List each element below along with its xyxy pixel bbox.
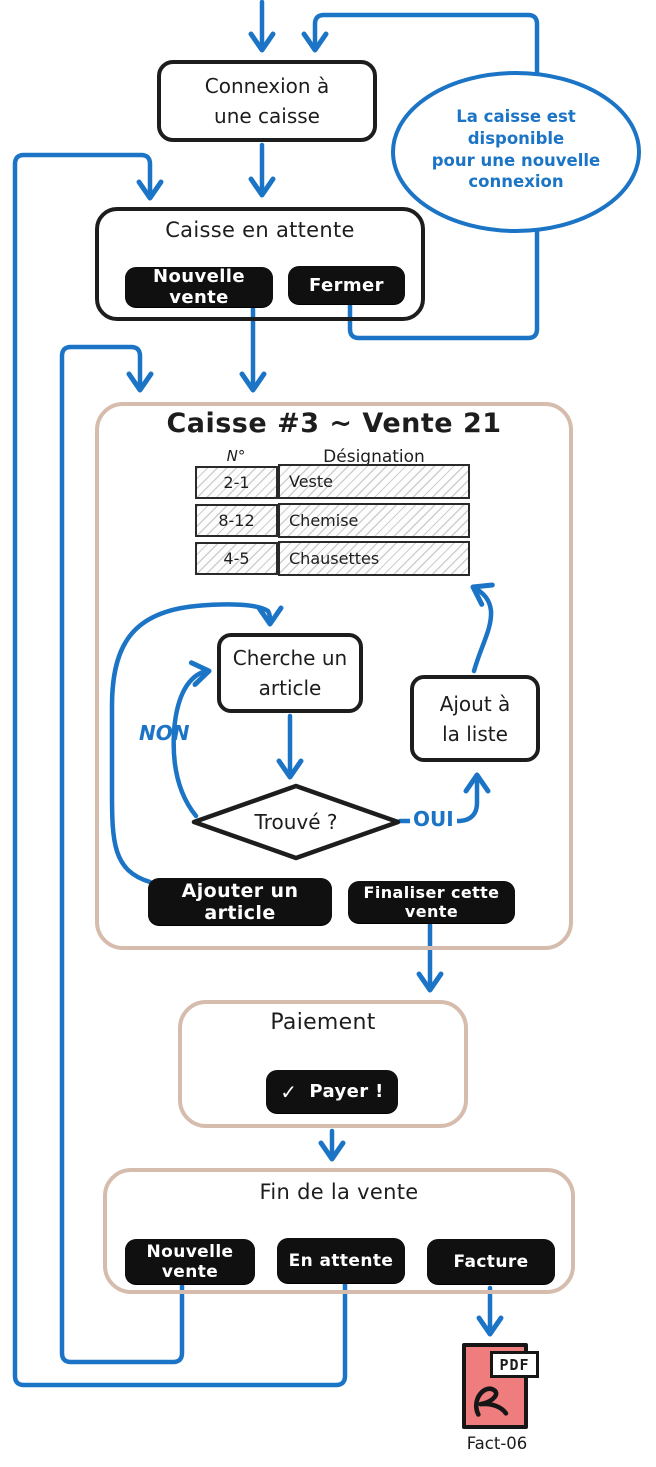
fin-en-attente-button[interactable]: En attente <box>277 1238 405 1283</box>
node-ajout-liste: Ajout à la liste <box>410 675 540 762</box>
paiement-container <box>178 1000 468 1128</box>
ajout-line1: Ajout à <box>439 691 511 716</box>
check-icon: ✓ <box>280 1079 298 1104</box>
bubble-line4: connexion <box>468 172 564 192</box>
pdf-swirl-icon <box>474 1386 509 1417</box>
fermer-button[interactable]: Fermer <box>288 266 405 304</box>
cherche-line2: article <box>258 676 322 700</box>
table-row1-designation: Veste <box>278 464 470 499</box>
fin-facture-button[interactable]: Facture <box>427 1239 555 1284</box>
table-header-designation-label: Désignation <box>319 447 429 470</box>
pdf-badge: PDF <box>490 1351 539 1378</box>
node-connexion-caisse: Connexion à une caisse <box>157 60 377 142</box>
node-connexion-line1: Connexion à <box>204 74 330 98</box>
cherche-line1: Cherche un <box>232 646 348 670</box>
vente-title: Caisse #3 ~ Vente 21 <box>166 408 502 439</box>
nouvelle-vente-button[interactable]: Nouvelle vente <box>125 266 273 308</box>
caisse-en-attente-title: Caisse en attente <box>165 218 355 242</box>
node-connexion-line2: une caisse <box>214 104 320 128</box>
trouve-diamond-shape <box>191 783 401 861</box>
node-caisse-en-attente: Caisse en attente <box>95 207 425 321</box>
ajout-line2: la liste <box>442 721 508 746</box>
finaliser-vente-button[interactable]: Finaliser cette vente <box>348 881 515 923</box>
table-header-designation: Désignation <box>278 447 470 470</box>
arrow-ajouter-to-cherche-loop <box>109 602 284 885</box>
payer-button-label: Payer ! <box>309 1081 384 1102</box>
arrow-en-attente-return-loop <box>12 152 348 1388</box>
bubble-line1: La caisse est <box>456 107 576 126</box>
table-row3-designation: Chausettes <box>278 541 470 576</box>
oui-label: OUI <box>410 807 457 831</box>
paiement-title: Paiement <box>270 1010 376 1035</box>
table-row1-numero: 2-1 <box>195 466 278 499</box>
arrow-non-loop <box>171 660 212 819</box>
bubble-line3: pour une nouvelle <box>431 150 601 170</box>
table-row2-designation: Chemise <box>278 503 470 538</box>
arrow-nouvelle-vente-return-loop <box>59 344 185 1365</box>
note-bubble-shape <box>391 71 641 233</box>
note-bubble-text: La caisse est disponible pour une nouvel… <box>413 106 619 193</box>
non-label: NON <box>139 721 190 745</box>
table-row2-numero: 8-12 <box>195 504 278 537</box>
arrow-ajout-to-liste <box>470 582 495 674</box>
table-row3-numero: 4-5 <box>195 542 278 575</box>
node-cherche-article: Cherche un article <box>217 633 363 713</box>
fin-vente-title: Fin de la vente <box>259 1180 419 1204</box>
bubble-line2: disponible <box>467 128 565 148</box>
vente-container <box>95 402 573 950</box>
fin-vente-container <box>103 1168 575 1294</box>
arrow-oui-to-ajout <box>397 772 491 824</box>
table-header-numero: N° <box>226 447 246 465</box>
payer-button[interactable]: ✓ Payer ! <box>266 1070 398 1113</box>
pdf-caption: Fact-06 <box>466 1434 528 1453</box>
ajouter-article-button[interactable]: Ajouter un article <box>148 878 332 925</box>
trouve-diamond-label: Trouvé ? <box>254 810 338 834</box>
fin-nouvelle-vente-button[interactable]: Nouvelle vente <box>125 1239 255 1284</box>
